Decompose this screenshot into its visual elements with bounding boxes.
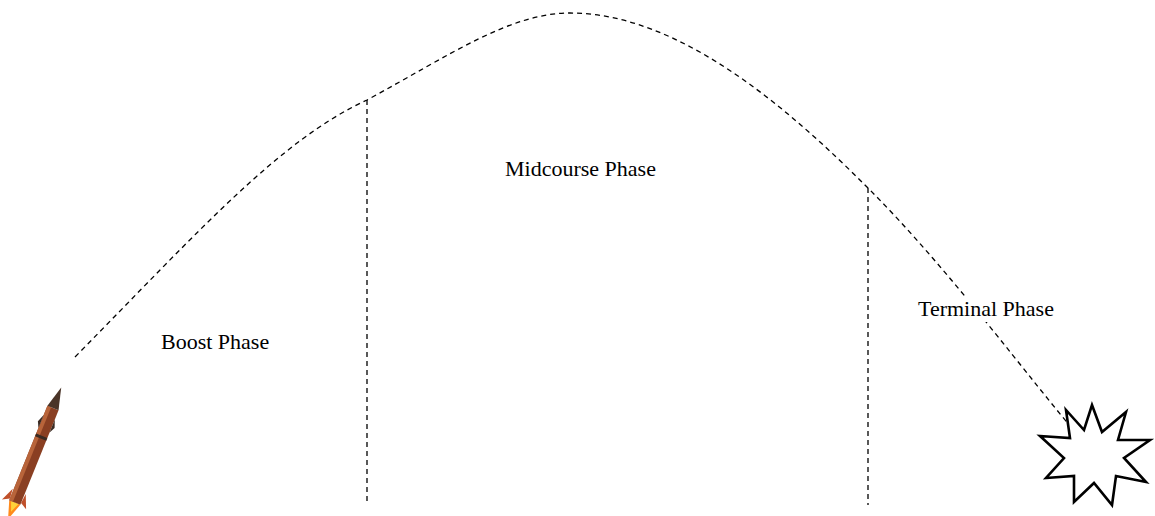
phase-label: Boost Phase bbox=[159, 329, 271, 355]
phase-label: Midcourse Phase bbox=[503, 156, 658, 182]
trajectory-arc bbox=[75, 13, 1082, 440]
rocket-symbol bbox=[0, 383, 73, 516]
phase-label: Terminal Phase bbox=[916, 296, 1056, 322]
phase-divider bbox=[366, 100, 367, 505]
phase-divider bbox=[867, 188, 868, 505]
explosion-symbol bbox=[1040, 405, 1150, 505]
